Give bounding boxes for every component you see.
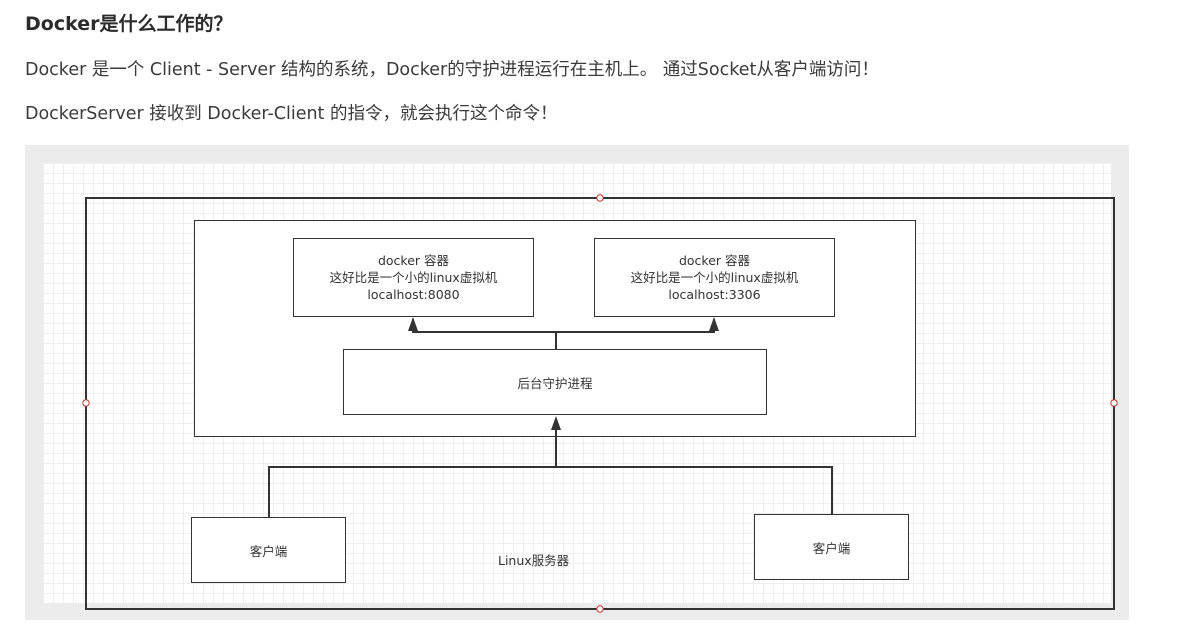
connector-left-client xyxy=(268,466,556,517)
connector-daemon-to-container-2 xyxy=(556,319,715,333)
resize-handle-top[interactable] xyxy=(596,194,604,202)
section-heading: Docker是什么工作的？ xyxy=(25,13,233,35)
container-title: docker 容器 xyxy=(678,253,751,268)
client-label: 客户端 xyxy=(249,543,288,559)
resize-handle-bottom[interactable] xyxy=(596,605,604,613)
diagram-canvas: docker 容器 这好比是一个小的linux虚拟机 localhost:808… xyxy=(43,163,1118,613)
docker-container-1: docker 容器 这好比是一个小的linux虚拟机 localhost:808… xyxy=(293,238,534,317)
container-host: localhost:3306 xyxy=(668,287,761,302)
client-box-right: 客户端 xyxy=(754,514,909,580)
arrowhead-daemon xyxy=(551,416,561,430)
connector-daemon-to-containers xyxy=(412,319,557,349)
container-host: localhost:8080 xyxy=(367,287,460,302)
container-title: docker 容器 xyxy=(377,253,450,268)
paragraph-server-client: DockerServer 接收到 Docker-Client 的指令，就会执行这… xyxy=(25,104,558,124)
docker-container-2: docker 容器 这好比是一个小的linux虚拟机 localhost:330… xyxy=(594,238,835,317)
server-label: Linux服务器 xyxy=(498,553,570,568)
resize-handle-left[interactable] xyxy=(82,399,90,407)
daemon-box: 后台守护进程 xyxy=(343,349,767,415)
diagram-figure: docker 容器 这好比是一个小的linux虚拟机 localhost:808… xyxy=(25,145,1129,620)
daemon-label: 后台守护进程 xyxy=(517,375,593,391)
arrowhead-container-2 xyxy=(709,317,719,331)
client-label: 客户端 xyxy=(812,540,851,556)
container-description: 这好比是一个小的linux虚拟机 xyxy=(630,270,799,285)
container-description: 这好比是一个小的linux虚拟机 xyxy=(329,270,498,285)
connector-right-client xyxy=(556,466,833,514)
arrowhead-container-1 xyxy=(408,317,418,331)
resize-handle-right[interactable] xyxy=(1110,399,1118,407)
connector-layer xyxy=(82,194,1118,613)
paragraph-architecture: Docker 是一个 Client - Server 结构的系统，Docker的… xyxy=(25,60,879,80)
client-box-left: 客户端 xyxy=(191,517,346,583)
